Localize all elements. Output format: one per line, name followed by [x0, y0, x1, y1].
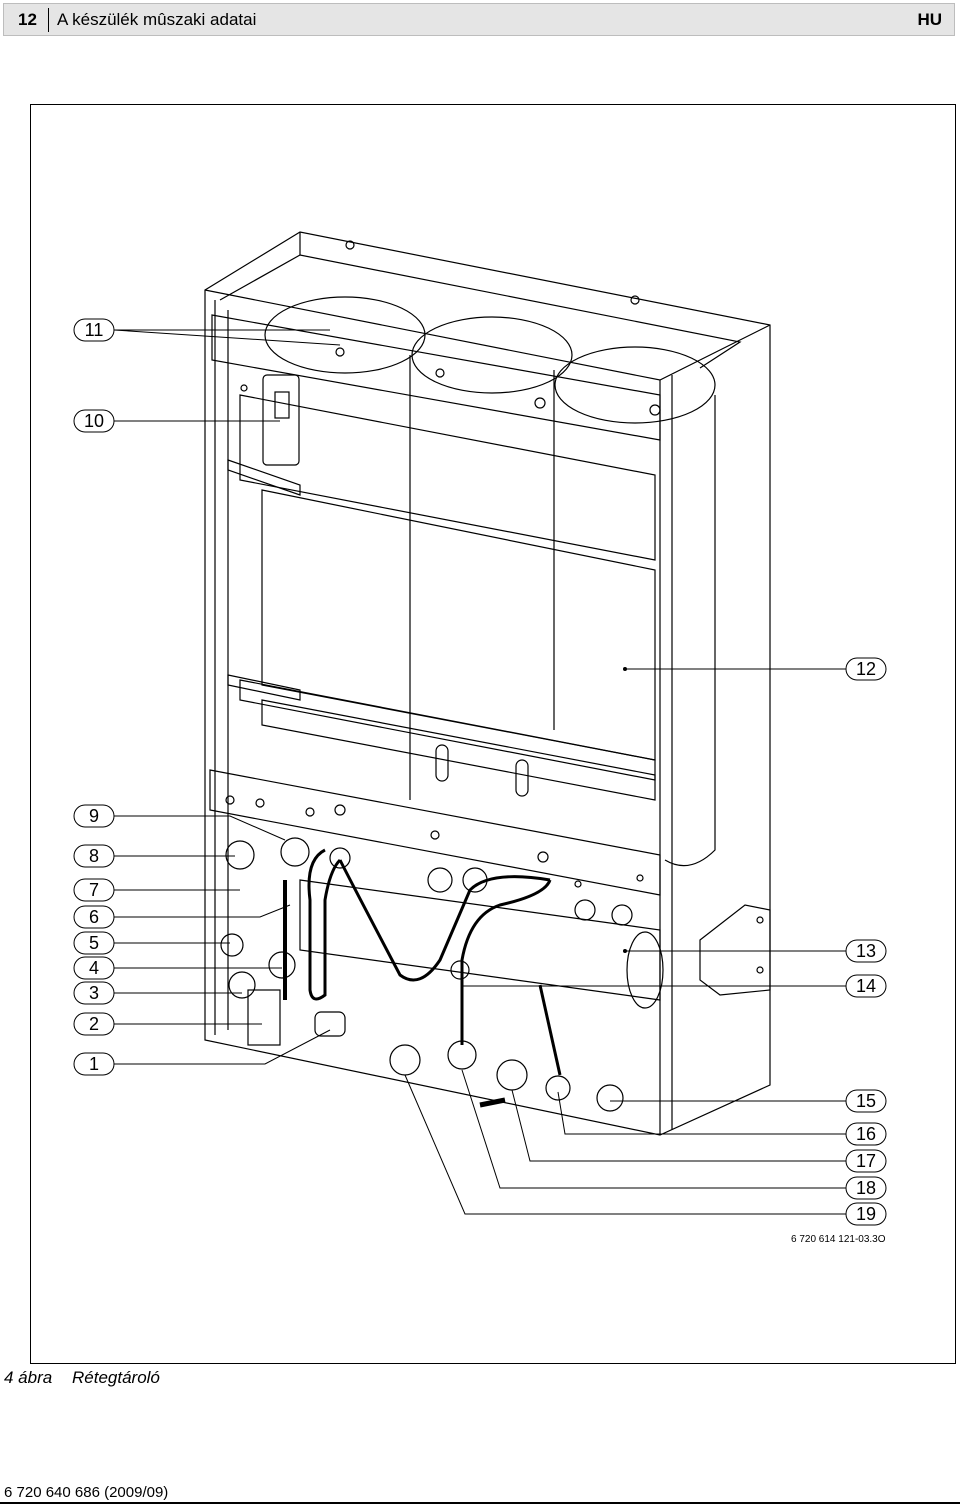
footer-rule	[0, 1502, 960, 1504]
callout-number: 10	[84, 411, 104, 431]
callout-number: 8	[89, 846, 99, 866]
callout-number: 1	[89, 1054, 99, 1074]
callout-number: 18	[856, 1178, 876, 1198]
callout-5: 5	[73, 931, 115, 955]
page-header: 12 A készülék mûszaki adatai HU	[3, 3, 955, 36]
callout-11: 11	[73, 318, 115, 342]
callout-13: 13	[845, 939, 887, 963]
callout-number: 15	[856, 1091, 876, 1111]
callout-bubble	[73, 1052, 115, 1076]
callout-number: 3	[89, 983, 99, 1003]
callout-number: 14	[856, 976, 876, 996]
callout-number: 11	[85, 320, 104, 340]
callout-number: 2	[89, 1014, 99, 1034]
figure-frame	[30, 104, 956, 1364]
callout-16: 16	[845, 1122, 887, 1146]
language-code: HU	[917, 10, 942, 29]
callout-number: 16	[856, 1124, 876, 1144]
callout-bubble	[845, 974, 887, 998]
callout-bubble	[73, 905, 115, 929]
caption-text: Rétegtároló	[72, 1368, 160, 1387]
callout-number: 6	[89, 907, 99, 927]
callout-number: 12	[856, 659, 876, 679]
document-code: 6 720 640 686 (2009/09)	[4, 1484, 169, 1501]
callout-6: 6	[73, 905, 115, 929]
callout-17: 17	[845, 1149, 887, 1173]
callout-4: 4	[73, 956, 115, 980]
callout-bubble	[73, 844, 115, 868]
leader-dots	[623, 667, 627, 953]
callout-15: 15	[845, 1089, 887, 1113]
leader-lines	[113, 329, 846, 1215]
callout-1: 1	[73, 1052, 115, 1076]
callout-7: 7	[73, 878, 115, 902]
callout-18: 18	[845, 1176, 887, 1200]
callout-bubble	[845, 1122, 887, 1146]
callout-bubble	[845, 657, 887, 681]
callout-bubble	[73, 318, 115, 342]
callout-number: 13	[856, 941, 876, 961]
callout-12: 12	[845, 657, 887, 681]
callout-bubble	[845, 1176, 887, 1200]
callout-bubble	[73, 804, 115, 828]
caption-number: 4 ábra	[4, 1368, 53, 1387]
callout-bubble	[73, 956, 115, 980]
callout-3: 3	[73, 981, 115, 1005]
callout-number: 9	[89, 806, 99, 826]
callout-10: 10	[73, 409, 115, 433]
header-separator	[48, 8, 49, 32]
callout-number: 17	[856, 1151, 876, 1171]
callout-bubble	[73, 981, 115, 1005]
figure-reference-code: 6 720 614 121-03.3O	[791, 1234, 886, 1245]
callout-bubble	[845, 1089, 887, 1113]
callout-9: 9	[73, 804, 115, 828]
callout-bubble	[845, 1149, 887, 1173]
callouts-right: 12 13 14 15 16 17 18 19	[845, 657, 887, 1226]
callout-number: 4	[89, 958, 99, 978]
page-number: 12	[18, 10, 37, 29]
callout-bubble	[73, 409, 115, 433]
callout-19: 19	[845, 1202, 887, 1226]
callout-number: 7	[89, 880, 99, 900]
callout-bubble	[73, 878, 115, 902]
figure-caption: 4 ábra Rétegtároló	[4, 1368, 160, 1388]
callout-bubble	[73, 1012, 115, 1036]
section-title: A készülék mûszaki adatai	[57, 10, 257, 29]
callouts-left: 11 10 9 8 7 6 5 4 3 2 1	[73, 318, 115, 1076]
appliance-illustration	[204, 231, 771, 1136]
callout-bubble	[73, 931, 115, 955]
callout-bubble	[845, 1202, 887, 1226]
callout-8: 8	[73, 844, 115, 868]
callout-number: 5	[89, 933, 99, 953]
callout-14: 14	[845, 974, 887, 998]
callout-2: 2	[73, 1012, 115, 1036]
callout-bubble	[845, 939, 887, 963]
callout-number: 19	[856, 1204, 876, 1224]
